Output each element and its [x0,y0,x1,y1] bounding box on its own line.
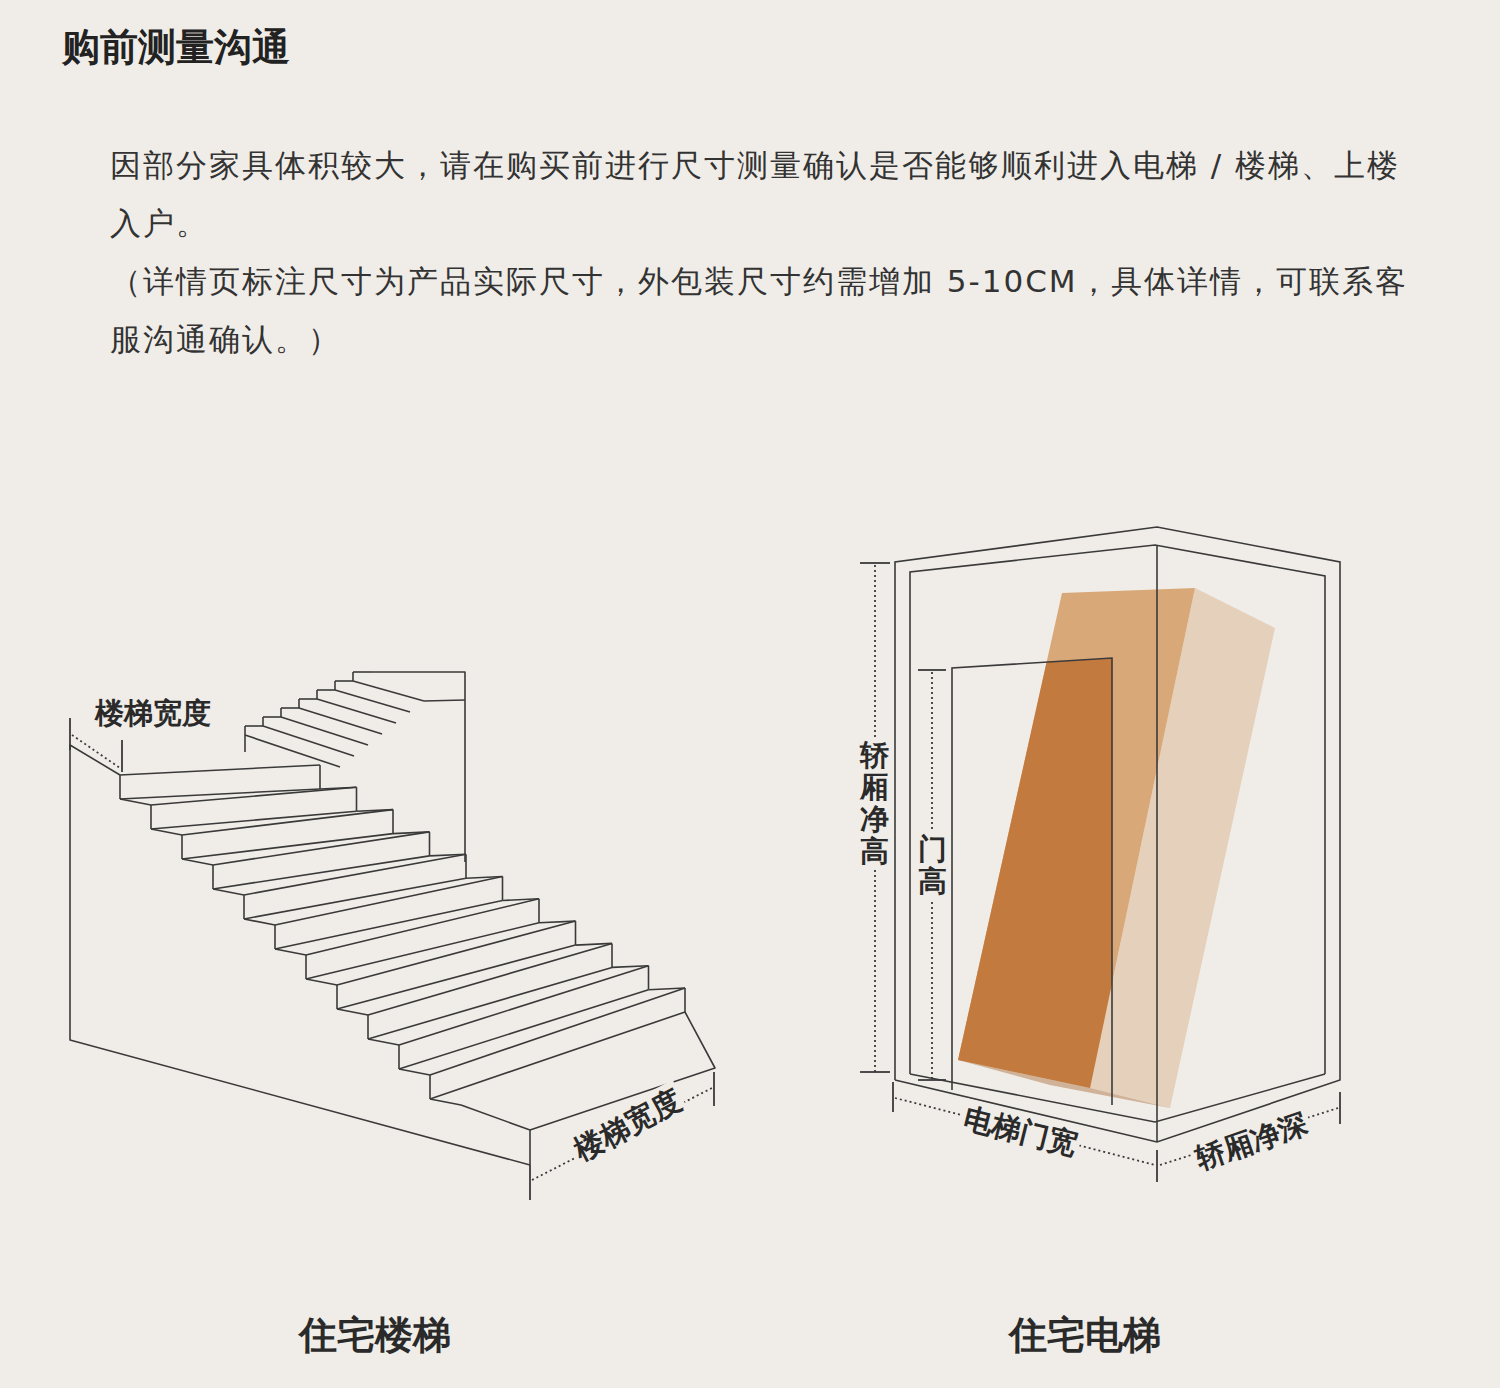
dimension-ticks [70,563,1340,1200]
page-title: 购前测量沟通 [62,22,290,73]
elevator-drawing [895,527,1340,1142]
dimension-label: 轿厢净深 [1188,1103,1316,1181]
caption-label: 住宅楼梯 [299,1310,451,1361]
dimension-label: 楼梯宽度 [565,1080,691,1173]
dimension-label: 楼梯宽度 [92,694,214,734]
note-text: （详情页标注尺寸为产品实际尺寸，外包装尺寸约需增加 5-10CM，具体详情，可联… [110,252,1410,368]
staircase-drawing [70,672,715,1165]
dimension-lines [72,565,1338,1180]
caption-label: 住宅电梯 [1009,1310,1161,1361]
dimension-label: 电梯门宽 [956,1098,1084,1166]
note-text: 因部分家具体积较大，请在购买前进行尺寸测量确认是否能够顺利进入电梯 / 楼梯、上… [110,136,1410,252]
dimension-label: 轿厢净高 [860,738,889,870]
dimension-label: 门高 [918,832,947,900]
